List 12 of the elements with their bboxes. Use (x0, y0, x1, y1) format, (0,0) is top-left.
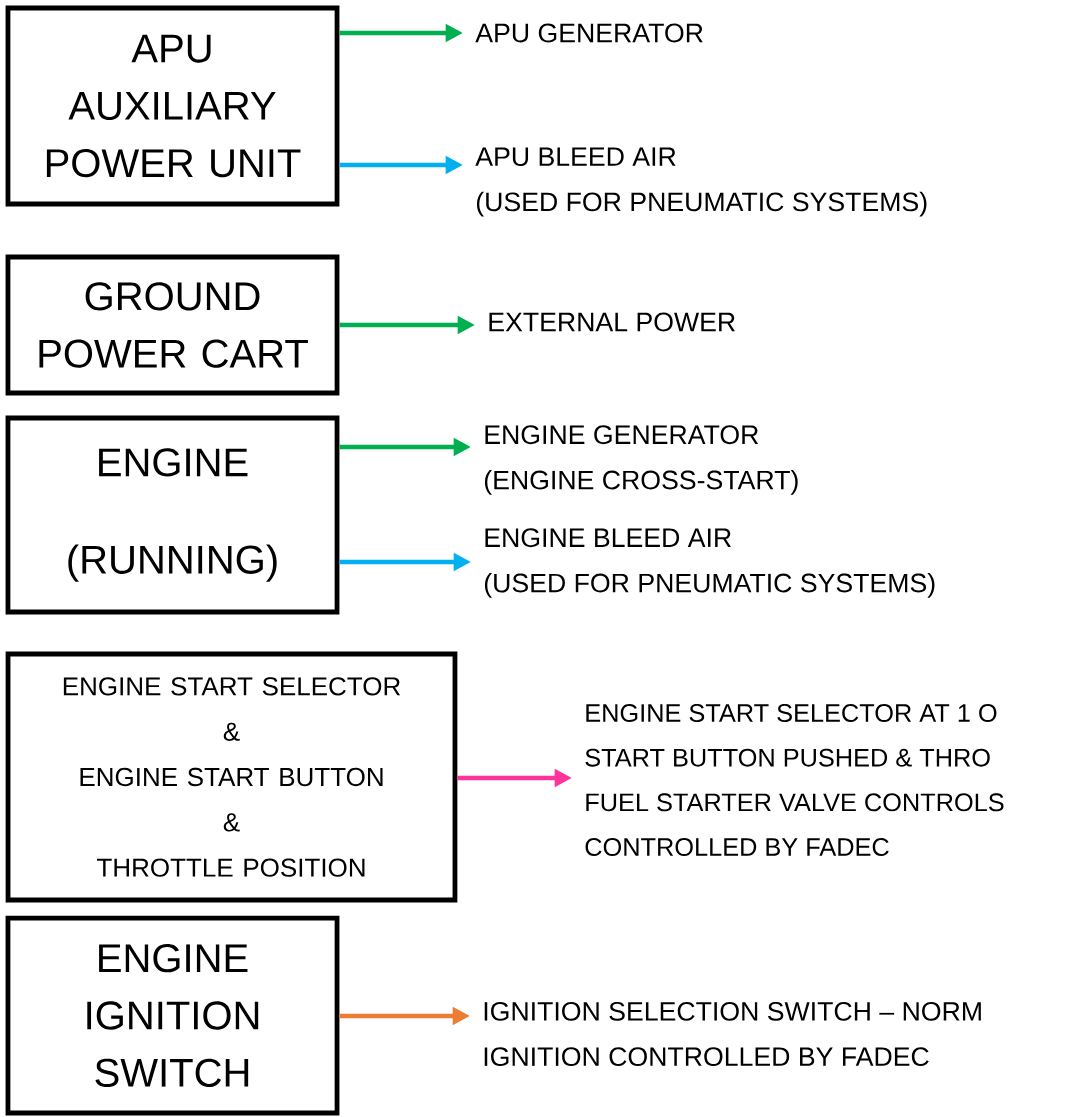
component-box: GROUND POWER CART (5, 254, 340, 396)
output-label: IGNITION SELECTION SWITCH – NORM IGNITION CONTROLLED BY FADEC (484, 1001, 981, 1067)
output-label: EXTERNAL POWER (489, 312, 735, 332)
component-box: ENGINE (RUNNING) (5, 415, 340, 615)
component-box: ENGINE START SELECTOR & ENGINE START BUTTON & THROTTLE POSITION (5, 651, 458, 903)
output-label: ENGINE BLEED AIR (USED FOR PNEUMATIC SYSTEMS) (484, 528, 935, 598)
component-box: APU AUXILIARY POWER UNIT (5, 5, 340, 207)
output-label: ENGINE GENERATOR (ENGINE CROSS-START) (484, 425, 798, 495)
output-label: APU GENERATOR (475, 23, 703, 43)
component-box: ENGINE IGNITION SWITCH (5, 915, 340, 1116)
output-label: ENGINE START SELECTOR AT 1 O START BUTTON PUSHED & THRO FUEL STARTER VALVE CONTROLS CONTROLLED BY FADEC (585, 704, 1004, 856)
output-label: APU BLEED AIR (USED FOR PNEUMATIC SYSTEMS) (475, 147, 927, 217)
